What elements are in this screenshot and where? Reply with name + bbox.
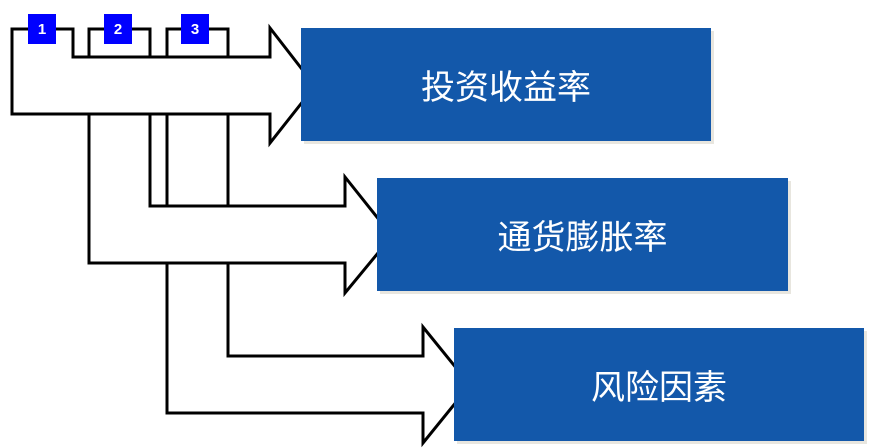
box-risk-factors: 风险因素 [454,328,864,441]
arrow-1 [10,23,317,148]
box-investment-return: 投资收益率 [301,28,711,141]
box-label: 投资收益率 [421,68,591,108]
box-label: 风险因素 [591,368,727,408]
box-inflation-rate: 通货膨胀率 [377,178,788,291]
box-label: 通货膨胀率 [497,218,668,258]
arrow-2 [87,27,394,298]
step-badge-3: 3 [181,14,209,44]
step-badge-1: 1 [28,14,56,44]
step-badge-2: 2 [104,14,132,44]
